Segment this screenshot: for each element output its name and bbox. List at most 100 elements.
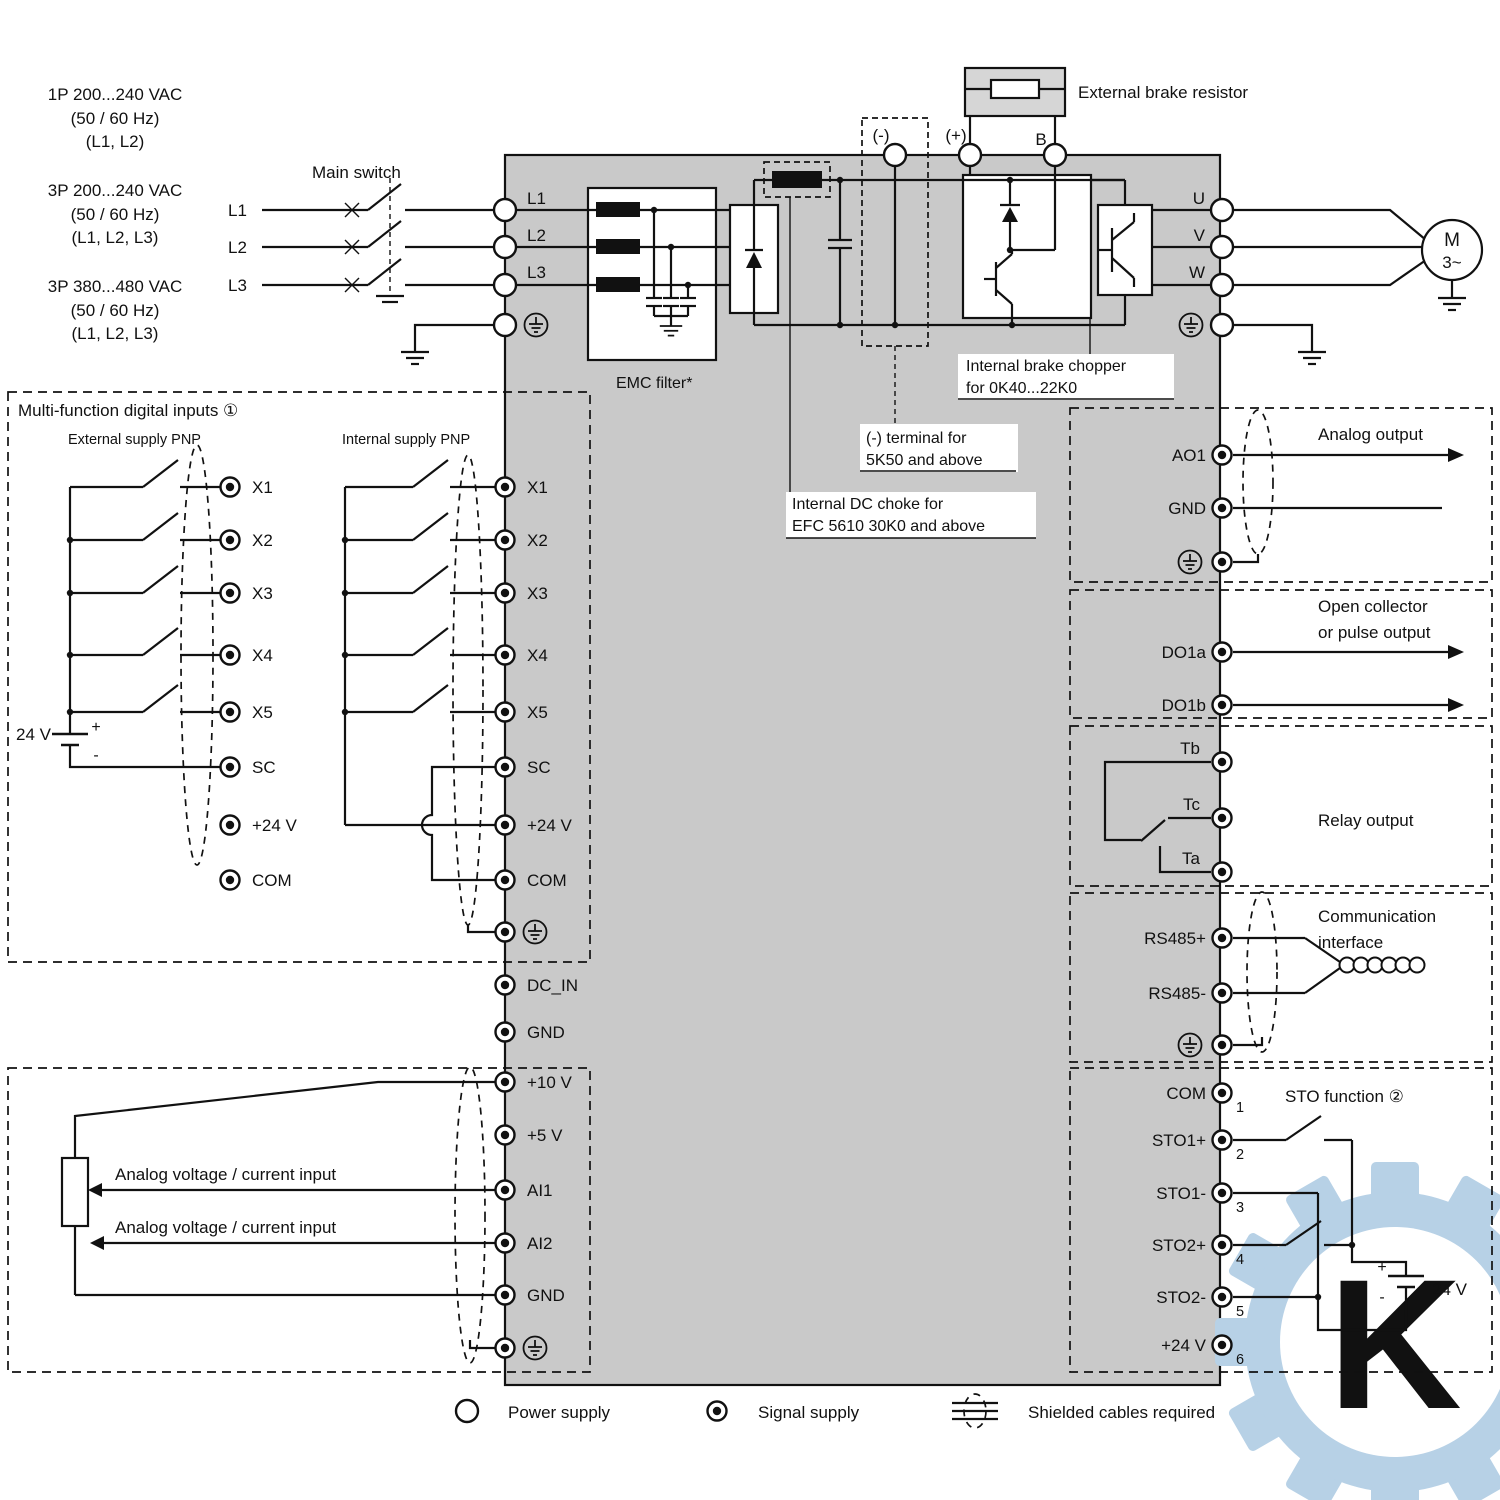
terminal-w xyxy=(1209,272,1235,298)
ext-x5-label: X5 xyxy=(252,703,273,722)
terminal-sto2-plus xyxy=(1211,1234,1233,1256)
digital-outputs-section: Open collector or pulse output DO1a DO1b xyxy=(1069,589,1493,719)
sto2-minus-label: STO2- xyxy=(1156,1288,1206,1307)
input-ground-icon xyxy=(399,350,431,366)
choke-l1 xyxy=(596,202,640,217)
drive-terminal-l2-label: L2 xyxy=(527,226,546,245)
ai2-label: AI2 xyxy=(527,1234,553,1253)
supply-3p380-line1: 3P 380...480 VAC xyxy=(48,277,183,296)
ai1-arrow xyxy=(88,1183,102,1197)
sto-dashed-box xyxy=(1069,1067,1493,1373)
minus-note-line2: 5K50 and above xyxy=(866,452,983,469)
motor-letter: M xyxy=(1444,230,1460,251)
int-sc-label: SC xyxy=(527,758,551,777)
sto-pin-3: 3 xyxy=(1236,1200,1244,1216)
do1b-label: DO1b xyxy=(1162,696,1206,715)
choke-note-line2: EFC 5610 30K0 and above xyxy=(792,518,985,535)
digital-inputs-section: Multi-function digital inputs ① External… xyxy=(7,391,591,963)
sto-24v-label: +24 V xyxy=(1161,1336,1207,1355)
ext-sc-label: SC xyxy=(252,758,276,777)
drive-terminal-v-label: V xyxy=(1194,226,1206,245)
gnd-analog-label: GND xyxy=(527,1286,565,1305)
terminal-int-24v xyxy=(494,814,516,836)
sto2-plus-label: STO2+ xyxy=(1152,1236,1206,1255)
terminal-int-com xyxy=(494,869,516,891)
supply-3p200-line3: (L1, L2, L3) xyxy=(72,228,159,247)
10v-label: +10 V xyxy=(527,1073,573,1092)
callout-notes: Internal brake chopper for 0K40...22K0 (… xyxy=(786,197,1174,539)
supply-1p-line1: 1P 200...240 VAC xyxy=(48,85,183,104)
terminal-ext-24v xyxy=(219,814,241,836)
phase-l1-label: L1 xyxy=(228,201,247,220)
terminal-sto1-minus xyxy=(1211,1182,1233,1204)
phase-l3-label: L3 xyxy=(228,276,247,295)
brake-chopper xyxy=(961,166,1125,329)
ext-x2-label: X2 xyxy=(252,531,273,550)
brake-resistor-label: External brake resistor xyxy=(1078,83,1248,102)
terminal-gnd-analog xyxy=(494,1284,516,1306)
brake-chopper-box xyxy=(961,173,1093,320)
terminal-ext-x1 xyxy=(219,476,241,498)
dc-bus xyxy=(752,117,1127,424)
communication-dashed-box xyxy=(1069,892,1493,1063)
emc-filter: EMC filter* L1 L2 L3 xyxy=(516,186,730,392)
external-supply-label: External supply PNP xyxy=(68,432,201,448)
brake-resistor-element xyxy=(989,78,1041,100)
sc-com-jumper xyxy=(420,765,495,882)
watermark-letter: K xyxy=(1328,1242,1462,1448)
supply-3p380-line2: (50 / 60 Hz) xyxy=(71,301,160,320)
terminal-dc-in xyxy=(494,974,516,996)
supply-3p200-line2: (50 / 60 Hz) xyxy=(71,205,160,224)
potentiometer xyxy=(60,1156,90,1228)
terminal-tb xyxy=(1211,751,1233,773)
relay-title: Relay output xyxy=(1318,811,1414,830)
terminal-do1a xyxy=(1211,641,1233,663)
gnd-ao-label: GND xyxy=(1168,499,1206,518)
supply-1p-line3: (L1, L2) xyxy=(86,132,145,151)
drive-terminal-w-label: W xyxy=(1189,263,1205,282)
external-shield-ellipse xyxy=(180,444,214,866)
ext-x1-label: X1 xyxy=(252,478,273,497)
sto-title: STO function ② xyxy=(1285,1087,1404,1106)
legend: Power supply Signal supply Shielded cabl… xyxy=(454,1393,1215,1429)
terminal-ta xyxy=(1211,861,1233,883)
sto-pin-5: 5 xyxy=(1236,1304,1244,1320)
relay-dashed-box xyxy=(1069,725,1493,887)
ao-shield-ellipse xyxy=(1242,409,1274,555)
analog-input-label-2: Analog voltage / current input xyxy=(115,1218,336,1237)
battery-voltage-label: 24 V xyxy=(16,725,52,744)
dc-choke xyxy=(772,171,822,188)
watermark-gear: K xyxy=(1215,1162,1500,1500)
terminal-int-pe xyxy=(494,921,516,943)
legend-signal-supply-icon xyxy=(706,1400,728,1422)
analog-shield-ellipse xyxy=(454,1066,486,1364)
legend-power-supply-icon xyxy=(454,1398,480,1424)
ext-24v-label: +24 V xyxy=(252,816,298,835)
sto-section: STO function ② + - 24 V COM STO1+ STO1- … xyxy=(1069,1067,1493,1373)
terminal-int-x5 xyxy=(494,701,516,723)
chopper-diode-icon xyxy=(1002,207,1018,222)
int-x2-label: X2 xyxy=(527,531,548,550)
terminal-pe-in xyxy=(492,312,518,338)
chopper-note-line1: Internal brake chopper xyxy=(966,358,1127,375)
terminal-10v xyxy=(494,1071,516,1093)
terminal-ai2 xyxy=(494,1232,516,1254)
digital-inputs-dashed-box xyxy=(7,391,591,963)
int-x5-label: X5 xyxy=(527,703,548,722)
terminal-int-x3 xyxy=(494,582,516,604)
drive-terminal-l3-label: L3 xyxy=(527,263,546,282)
tb-label: Tb xyxy=(1180,739,1200,758)
analog-inputs-section: Analog voltage / current input Analog vo… xyxy=(7,1066,591,1373)
terminal-int-x2 xyxy=(494,529,516,551)
chopper-note-bg xyxy=(958,354,1174,400)
terminal-l3 xyxy=(492,272,518,298)
communication-section: Communication interface RS485+ RS485- xyxy=(1069,891,1493,1063)
communication-title-2: interface xyxy=(1318,933,1383,952)
supply-3p380-line3: (L1, L2, L3) xyxy=(72,324,159,343)
terminal-sto-com xyxy=(1211,1082,1233,1104)
sto1-plus-label: STO1+ xyxy=(1152,1131,1206,1150)
analog-output-dashed-box xyxy=(1069,407,1493,583)
digital-outputs-dashed-box xyxy=(1069,589,1493,719)
